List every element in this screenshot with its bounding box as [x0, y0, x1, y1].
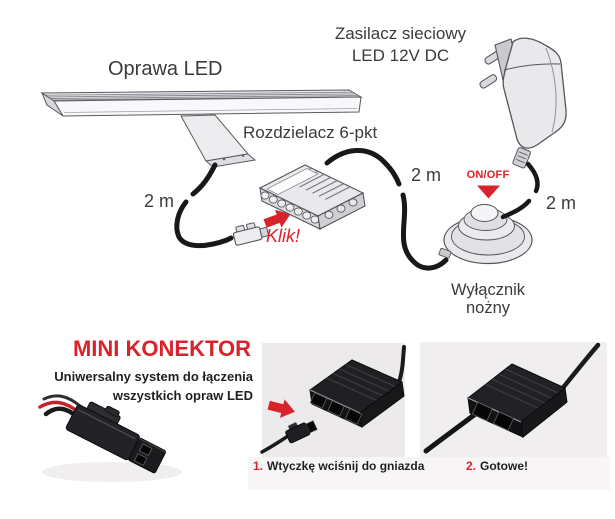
cable-length-label-adapter: 2 m	[546, 193, 577, 213]
fixture-cable-drawing	[174, 162, 234, 249]
red-arrow-icon	[263, 209, 291, 228]
step2-caption: 2.Gotowe!	[466, 459, 528, 473]
power-supply-label-line1: Zasilacz sieciowy	[334, 24, 467, 43]
mini-konektor-subtitle-line2: wszystkich opraw LED	[112, 387, 253, 403]
caption-band	[248, 457, 610, 490]
click-label: Klik!	[266, 226, 301, 246]
power-supply-label-line2: LED 12V DC	[351, 46, 450, 65]
on-off-label: ON/OFF	[466, 169, 510, 181]
step2-number: 2.	[466, 459, 477, 473]
adapter-cable-drawing	[500, 161, 540, 220]
step2-photo-drawing	[423, 342, 601, 454]
bracket-drawing	[180, 114, 257, 168]
foot-switch-drawing	[438, 204, 533, 265]
foot-switch-label: Wyłącznik nożny	[432, 281, 544, 317]
cable-length-label-fixture: 2 m	[144, 191, 175, 211]
mini-connector-plug-drawing	[232, 222, 269, 246]
power-adapter-drawing	[479, 37, 567, 169]
splitter-drawing	[258, 164, 366, 230]
step1-number: 1.	[253, 459, 264, 473]
step1-photo-drawing	[260, 345, 406, 454]
cable-length-label-splitter: 2 m	[411, 165, 442, 185]
mini-connector-photo	[38, 394, 182, 482]
mini-konektor-subtitle-line1: Uniwersalny system do łączenia	[54, 369, 253, 384]
foot-switch-label-line2: nożny	[465, 299, 511, 317]
step1-red-arrow-icon	[267, 399, 295, 418]
splitter-cable-drawing	[324, 147, 449, 271]
mini-konektor-subtitle: Uniwersalny system do łączenia wszystkic…	[38, 368, 253, 405]
led-fixture-drawing	[40, 89, 363, 117]
splitter-label: Rozdzielacz 6-pkt	[243, 123, 378, 142]
led-fixture-label: Oprawa LED	[108, 58, 223, 80]
mini-konektor-title: MINI KONEKTOR	[72, 336, 252, 361]
step1-caption-text: Wtyczkę wciśnij do gniazda	[267, 459, 425, 473]
power-supply-label: Zasilacz sieciowy LED 12V DC	[318, 23, 483, 67]
on-off-pointer-icon	[477, 185, 500, 199]
step1-caption: 1.Wtyczkę wciśnij do gniazda	[253, 459, 424, 473]
foot-switch-label-line1: Wyłącznik	[450, 281, 526, 299]
step2-caption-text: Gotowe!	[480, 459, 529, 473]
